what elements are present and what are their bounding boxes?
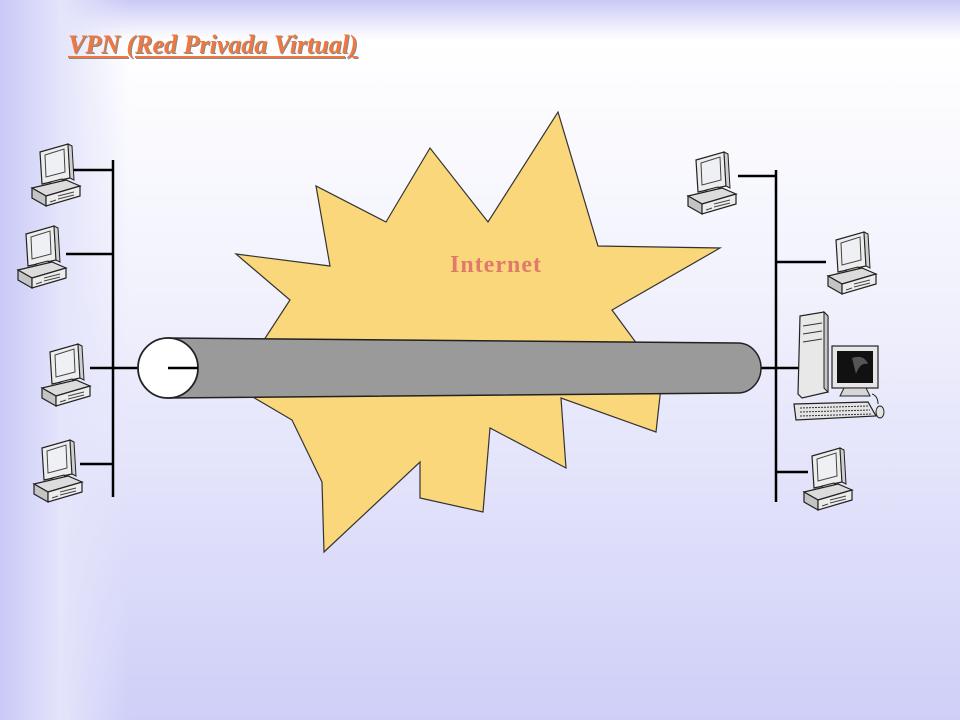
tower-computer-icon — [793, 311, 885, 421]
slide-title: VPN (Red Privada Virtual) — [68, 30, 358, 59]
desktop-computer-icon — [803, 447, 853, 511]
desktop-computer-icon — [33, 439, 83, 503]
desktop-computer-icon — [31, 143, 81, 207]
internet-label: Internet — [450, 252, 542, 278]
desktop-computer-icon — [17, 225, 67, 289]
internet-cloud — [233, 110, 723, 554]
desktop-computer-icon — [41, 343, 91, 407]
desktop-computer-icon — [827, 231, 877, 295]
desktop-computer-icon — [687, 151, 737, 215]
vpn-tunnel — [167, 337, 762, 399]
